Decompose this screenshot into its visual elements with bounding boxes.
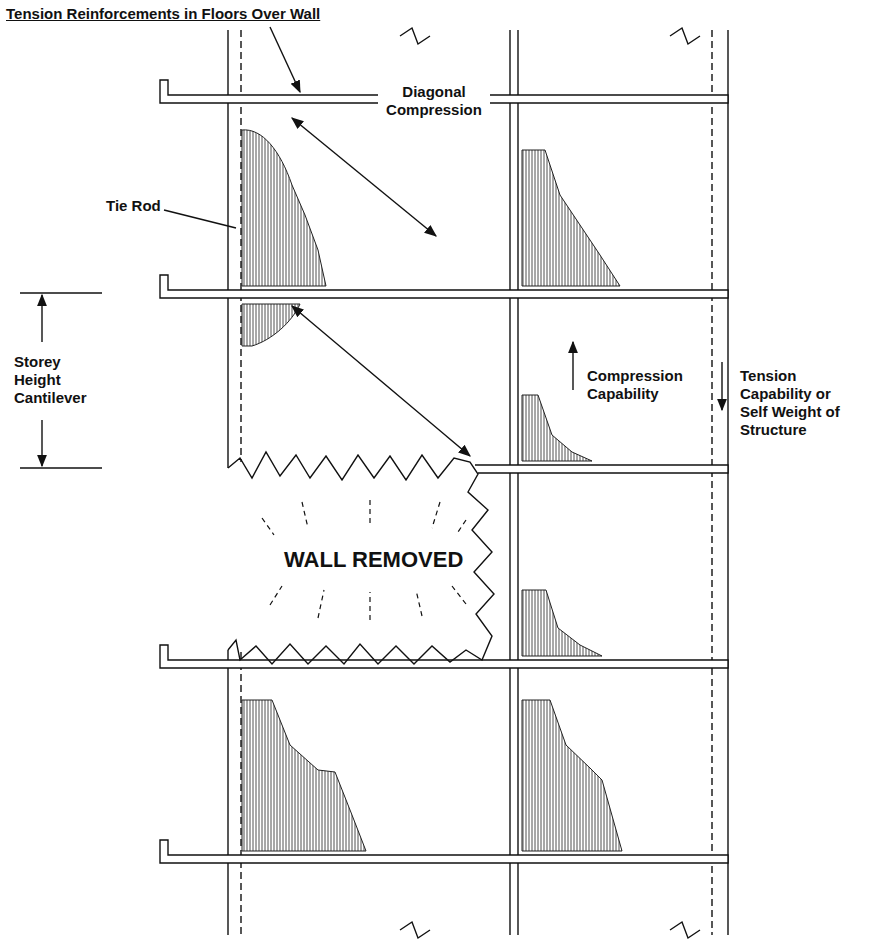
force-label: Tension Capability or Self Weight of Str… — [738, 366, 842, 440]
callout-label: Tension Reinforcements in Floors Over Wa… — [4, 4, 322, 24]
force-label: Compression Capability — [585, 366, 697, 404]
dimension-label: Storey Height Cantilever — [12, 352, 108, 408]
force-label: Diagonal Compression — [378, 82, 490, 120]
region-label: WALL REMOVED — [282, 546, 465, 574]
callout-label: Tie Rod — [104, 196, 163, 216]
